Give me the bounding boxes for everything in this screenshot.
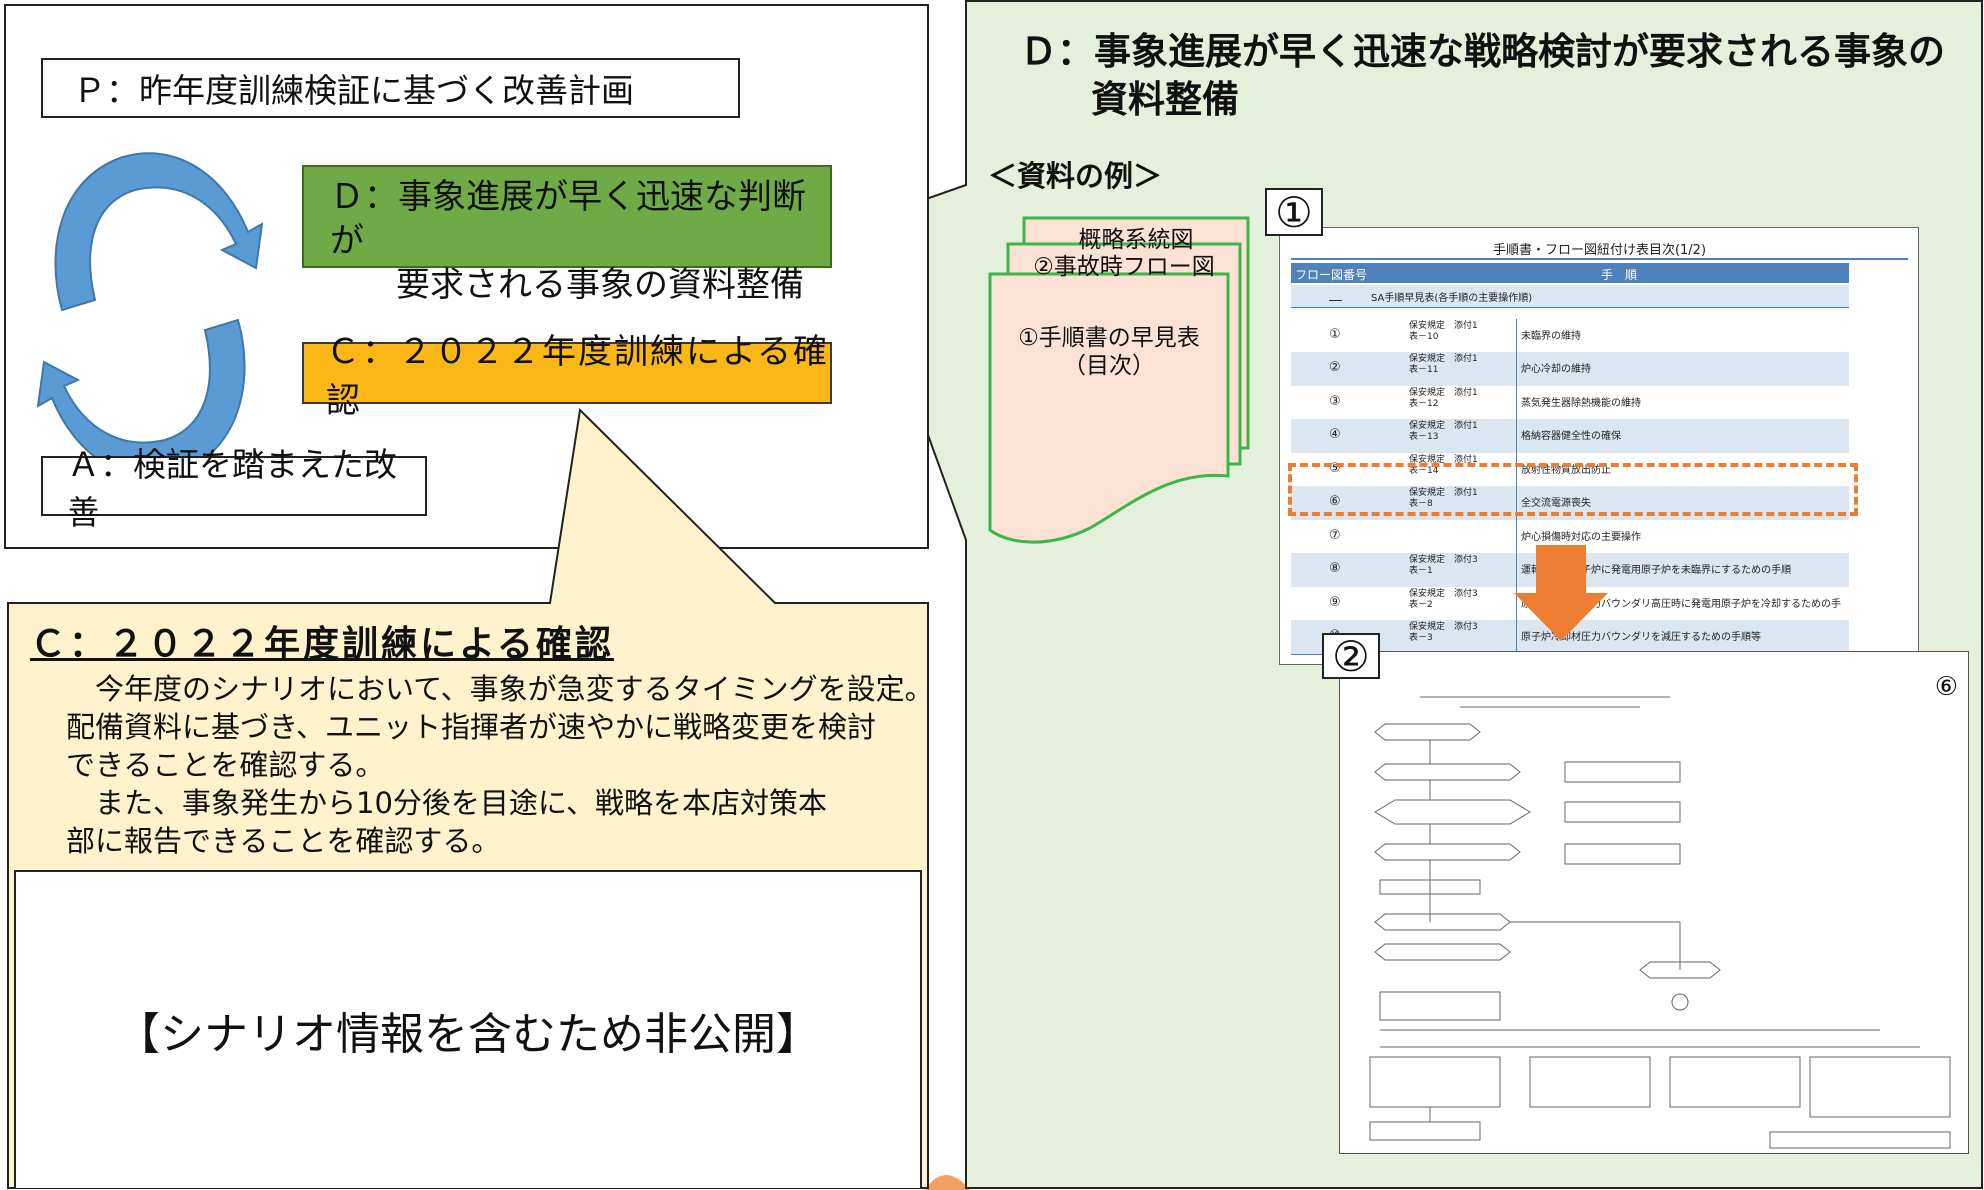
table-row: ― SA手順早見表(各手順の主要操作順) bbox=[1291, 285, 1849, 308]
table-col-separator bbox=[1516, 419, 1517, 453]
table-cell-no: ③ bbox=[1329, 393, 1341, 409]
example-label: ＜資料の例＞ bbox=[988, 159, 1163, 193]
check-box: Ｃ：２０２２年度訓練による確認 bbox=[302, 332, 832, 421]
table-cell-ref: 保安規定 添付3 表－3 bbox=[1409, 622, 1478, 643]
table-cell-desc: 格納容器健全性の確保 bbox=[1521, 431, 1621, 442]
check-callout-line-2: 配備資料に基づき、ユニット指揮者が速やかに戦略変更を検討 bbox=[66, 710, 876, 744]
table-title-bar: 手順書・フロー図紐付け表目次(1/2) bbox=[1291, 234, 1908, 260]
doc2-badge: ② bbox=[1322, 632, 1380, 681]
act-label: Ａ：検証を踏まえた改善 bbox=[67, 445, 397, 532]
table-cell-no: ― bbox=[1329, 293, 1342, 308]
table-cell-desc: 原子炉冷却材圧力バウンダリを減圧するための手順等 bbox=[1521, 632, 1761, 643]
do-callout-title-line1: Ｄ：事象進展が早く迅速な戦略検討が要求される事象の bbox=[1020, 30, 1945, 73]
table-cell-ref: 保安規定 添付1 表－13 bbox=[1409, 421, 1478, 442]
table-cell-no: ② bbox=[1329, 360, 1341, 375]
check-label: Ｃ：２０２２年度訓練による確認 bbox=[326, 332, 829, 421]
do-box: Ｄ：事象進展が早く迅速な判断が 要求される事象の資料整備 bbox=[302, 165, 832, 305]
table-row: ② 保安規定 添付1 表－11 炉心冷却の維持 bbox=[1291, 352, 1849, 387]
flow-diagram-document: ⑥ bbox=[1339, 651, 1969, 1154]
doc-stack-front bbox=[988, 272, 1230, 544]
do-label-line1: Ｄ：事象進展が早く迅速な判断が bbox=[330, 177, 806, 261]
table-cell-ref: 保安規定 添付1 表－14 bbox=[1409, 454, 1478, 476]
plan-box: Ｐ：昨年度訓練検証に基づく改善計画 bbox=[41, 58, 740, 118]
table-cell-desc: 放射性物質放出防止 bbox=[1521, 464, 1611, 476]
table-cell-desc: 蒸気発生器除熱機能の維持 bbox=[1521, 397, 1641, 409]
table-col-separator bbox=[1516, 553, 1517, 587]
table-cell-no: ⑨ bbox=[1329, 594, 1341, 610]
table-cell-ref: 保安規定 添付1 表－12 bbox=[1409, 387, 1478, 409]
table-cell-desc: 原子炉冷却材圧力バウンダリ高圧時に発電用原子炉を冷却するための手順等 bbox=[1521, 598, 1841, 610]
doc-label-flow-diagram: ②事故時フロー図 bbox=[1033, 254, 1215, 280]
check-callout-line-5: 部に報告できることを確認する。 bbox=[66, 824, 501, 858]
table-title: 手順書・フロー図紐付け表目次(1/2) bbox=[1492, 243, 1707, 258]
table-cell-no: ⑥ bbox=[1329, 494, 1341, 509]
plan-label: Ｐ：昨年度訓練検証に基づく改善計画 bbox=[73, 71, 634, 110]
table-row: ① 保安規定 添付1 表－10 未臨界の維持 bbox=[1291, 318, 1849, 353]
table-cell-ref: 保安規定 添付1 表－8 bbox=[1409, 488, 1478, 509]
table-row: ④ 保安規定 添付1 表－13 格納容器健全性の確保 bbox=[1291, 419, 1849, 454]
highlight-row-6 bbox=[1288, 463, 1858, 516]
table-row: ⑤ 保安規定 添付1 表－14 放射性物質放出防止 bbox=[1291, 452, 1849, 487]
decor-orange-shape bbox=[925, 1175, 970, 1190]
doc1-badge: ① bbox=[1265, 188, 1323, 237]
table-col-separator bbox=[1516, 385, 1517, 419]
table-cell-no: ④ bbox=[1329, 427, 1341, 442]
table-row: ③ 保安規定 添付1 表－12 蒸気発生器除熱機能の維持 bbox=[1291, 385, 1849, 420]
table-col-separator bbox=[1516, 318, 1517, 352]
table-cell-desc: 未臨界の維持 bbox=[1521, 330, 1581, 342]
table-cell-no: ⑤ bbox=[1329, 460, 1341, 476]
doc-label-procedure-index-sub: （目次） bbox=[1063, 353, 1155, 379]
flow-diagram-sketch bbox=[1369, 696, 1951, 1149]
table-cell-no: ⑧ bbox=[1329, 561, 1341, 576]
do-callout-title-line2: 資料整備 bbox=[1091, 78, 1239, 121]
table-header: フロー図番号 手 順 bbox=[1291, 263, 1849, 283]
flow-diagram-corner-number: ⑥ bbox=[1934, 672, 1958, 702]
act-box: Ａ：検証を踏まえた改善 bbox=[41, 445, 427, 532]
hidden-scenario-panel: 【シナリオ情報を含むため非公開】 bbox=[14, 870, 922, 1188]
table-col-separator bbox=[1516, 620, 1517, 654]
down-arrow-icon bbox=[1514, 545, 1608, 641]
table-cell-ref: 保安規定 添付1 表－10 bbox=[1409, 320, 1478, 342]
table-cell-desc: 炉心損傷時対応の主要操作 bbox=[1521, 531, 1641, 543]
table-cell-no: ⑦ bbox=[1329, 527, 1341, 543]
table-col-separator bbox=[1516, 519, 1517, 553]
cycle-arrow-bottom bbox=[36, 318, 246, 478]
table-cell-desc: 炉心冷却の維持 bbox=[1521, 364, 1591, 375]
table-cell-ref: 保安規定 添付3 表－1 bbox=[1409, 555, 1478, 576]
table-header-col2: 手 順 bbox=[1601, 268, 1638, 282]
table-col-separator bbox=[1516, 352, 1517, 386]
table-cell-desc: 運転停止中原子炉に発電用原子炉を未臨界にするための手順 bbox=[1521, 565, 1792, 576]
table-cell-desc: SA手順早見表(各手順の主要操作順) bbox=[1371, 293, 1533, 304]
table-cell-no: ① bbox=[1329, 326, 1341, 342]
table-col-separator bbox=[1516, 452, 1517, 486]
doc-label-procedure-index: ①手順書の早見表 bbox=[1018, 325, 1200, 351]
table-col-separator bbox=[1516, 486, 1517, 520]
table-header-col1: フロー図番号 bbox=[1295, 268, 1368, 282]
check-callout-line-1: 今年度のシナリオにおいて、事象が急変するタイミングを設定。 bbox=[66, 672, 934, 706]
check-callout-title: Ｃ：２０２２年度訓練による確認 bbox=[30, 624, 614, 665]
hidden-scenario-notice: 【シナリオ情報を含むため非公開】 bbox=[116, 1009, 820, 1060]
doc-label-system-diagram: 概略系統図 bbox=[1078, 227, 1194, 253]
table-cell-ref: 保安規定 添付3 表－2 bbox=[1409, 588, 1478, 610]
cycle-arrow-top bbox=[54, 152, 264, 312]
table-col-separator bbox=[1516, 586, 1517, 620]
table-cell-ref: 保安規定 添付1 表－11 bbox=[1409, 354, 1478, 375]
do-label-line2: 要求される事象の資料整備 bbox=[396, 265, 804, 305]
table-cell-desc: 全交流電源喪失 bbox=[1521, 498, 1591, 509]
do-callout-title: Ｄ：事象進展が早く迅速な戦略検討が要求される事象の 資料整備 bbox=[1020, 28, 1945, 124]
check-callout-line-3: できることを確認する。 bbox=[66, 748, 385, 782]
check-callout-line-4: また、事象発生から10分後を目途に、戦略を本店対策本 bbox=[66, 786, 828, 820]
check-callout-body: 今年度のシナリオにおいて、事象が急変するタイミングを設定。 配備資料に基づき、ユ… bbox=[66, 670, 934, 860]
